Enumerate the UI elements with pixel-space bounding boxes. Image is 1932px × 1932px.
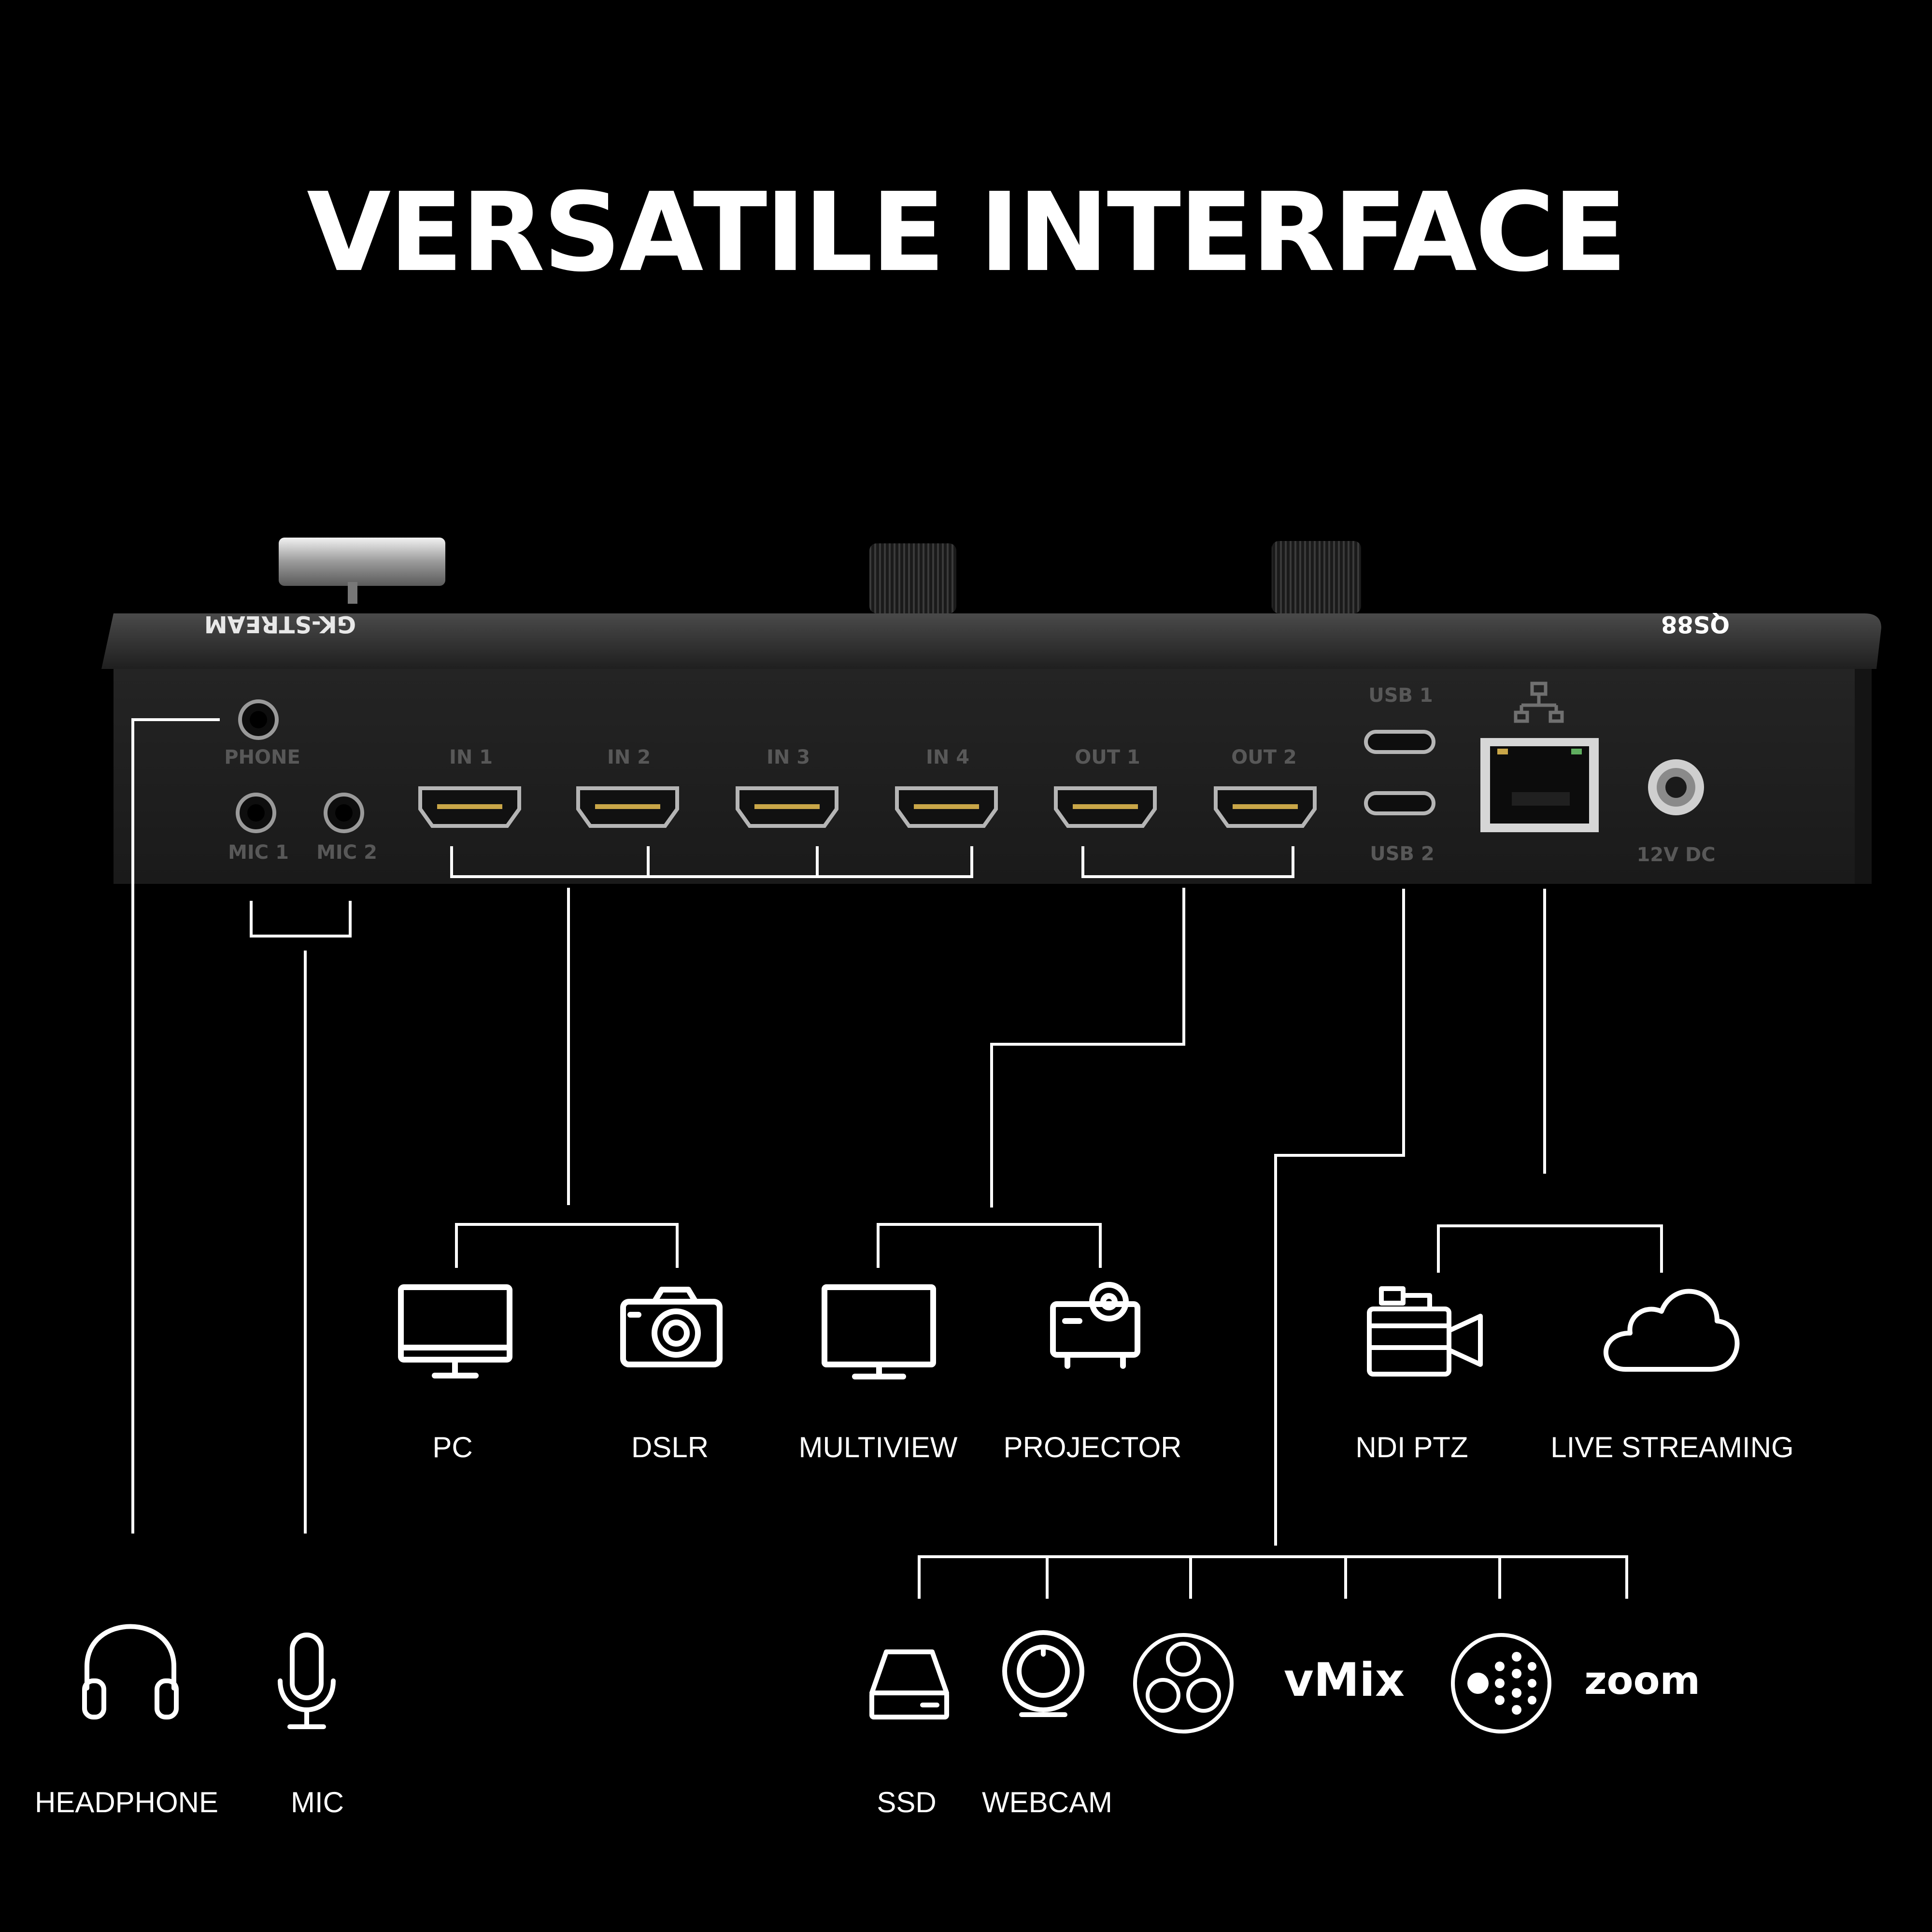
microphone-icon	[278, 1633, 336, 1729]
out2-port-label: OUT 2	[1231, 746, 1297, 768]
camera-icon	[620, 1287, 723, 1367]
projector-icon	[1050, 1282, 1140, 1369]
dc-port-label: 12V DC	[1636, 844, 1716, 866]
t-bar-fader	[279, 538, 445, 604]
usb1-port-label: USB 1	[1368, 684, 1433, 707]
multiview-label: MULTIVIEW	[798, 1431, 958, 1463]
knob-right	[1272, 541, 1361, 613]
in4-port-label: IN 4	[925, 746, 970, 768]
vmix-logo: vMix	[1283, 1654, 1405, 1707]
usb1-port	[1364, 730, 1435, 754]
usb2-port-label: USB 2	[1370, 843, 1435, 865]
headphone-label: HEADPHONE	[34, 1786, 219, 1818]
dslr-label: DSLR	[631, 1431, 709, 1463]
ndi-ptz-label: NDI PTZ	[1355, 1431, 1468, 1463]
ethernet-port	[1480, 738, 1599, 832]
pc-label: PC	[432, 1431, 473, 1463]
ssd-label: SSD	[877, 1786, 937, 1818]
projector-label: PROJECTOR	[1003, 1431, 1182, 1463]
knob-left	[869, 543, 956, 613]
page-title: VERSATILE INTERFACE	[307, 170, 1627, 296]
usb2-port	[1364, 791, 1435, 815]
mic-label: MIC	[291, 1786, 344, 1818]
mic1-jack	[236, 793, 276, 833]
pc-monitor-icon	[398, 1284, 512, 1378]
in3-port-label: IN 3	[766, 746, 810, 768]
network-icon	[1514, 682, 1564, 723]
mic2-jack	[324, 793, 364, 833]
headphone-icon	[82, 1624, 179, 1719]
live-streaming-label: LIVE STREAMING	[1550, 1431, 1794, 1463]
in1-port-label: IN 1	[449, 746, 493, 768]
phone-jack	[238, 699, 279, 740]
wirecast-icon	[1451, 1633, 1551, 1733]
zoom-logo: zoom	[1584, 1658, 1700, 1703]
device-top-panel	[101, 613, 1881, 669]
ptz-camera-icon	[1367, 1286, 1483, 1377]
webcam-label: WEBCAM	[982, 1786, 1112, 1818]
ssd-icon	[869, 1649, 949, 1719]
obs-icon	[1133, 1633, 1234, 1733]
webcam-icon	[1002, 1630, 1084, 1717]
mic1-port-label: MIC 1	[228, 841, 289, 864]
cloud-icon	[1604, 1289, 1740, 1372]
phone-port-label: PHONE	[224, 746, 300, 768]
mic2-port-label: MIC 2	[316, 841, 377, 864]
in2-port-label: IN 2	[607, 746, 651, 768]
dc-power-port	[1648, 759, 1704, 815]
out1-port-label: OUT 1	[1075, 746, 1140, 768]
multiview-monitor-icon	[822, 1284, 936, 1379]
